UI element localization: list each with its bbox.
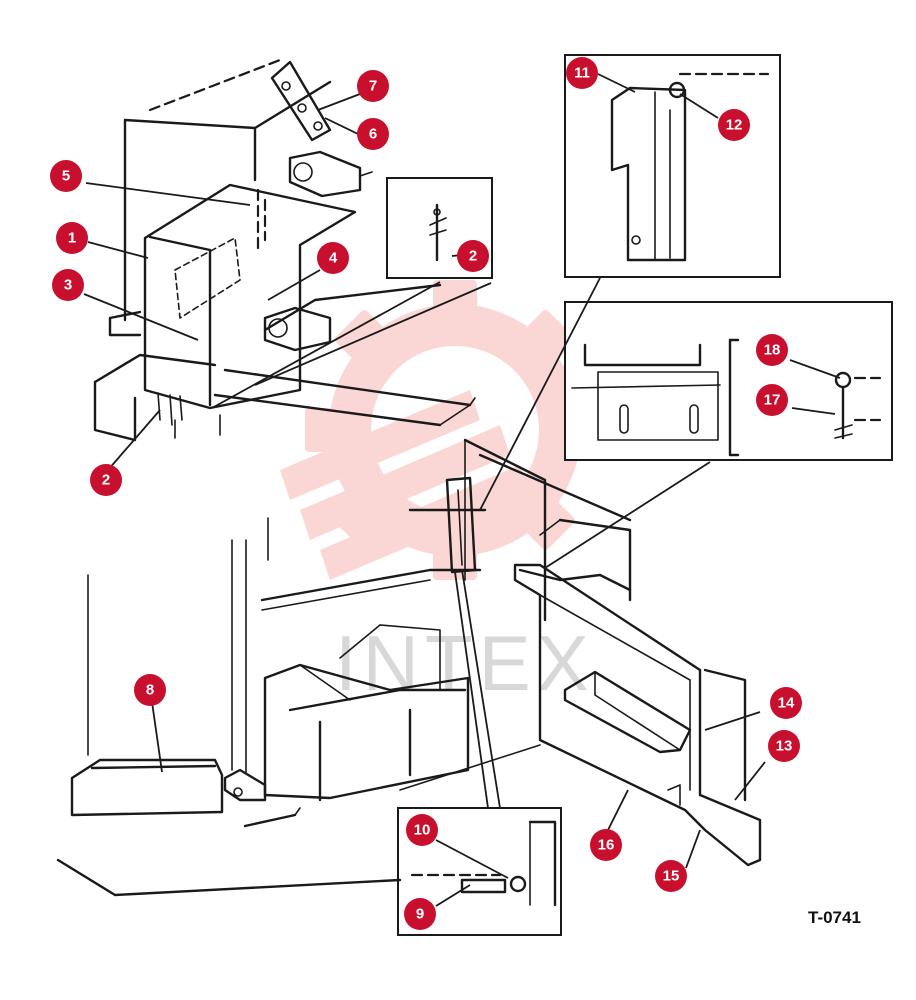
callout-badge-13: 13 [768, 730, 800, 762]
figure-id-label: T-0741 [808, 908, 861, 927]
callout-badge-5: 5 [50, 160, 82, 192]
leader-line-door-pin-2 [454, 571, 489, 809]
callout-badge-9: 9 [404, 898, 436, 930]
svg-text:10: 10 [414, 822, 431, 839]
battery-box-upper-assembly [93, 58, 476, 442]
svg-text:3: 3 [64, 277, 72, 294]
svg-text:13: 13 [776, 738, 793, 755]
fastener-detail-drawing [429, 203, 447, 262]
callout-badge-3: 3 [52, 269, 84, 301]
callout-badge-4: 4 [317, 242, 349, 274]
callout-badge-6: 6 [357, 118, 389, 150]
callout-badge-8: 8 [134, 674, 166, 706]
svg-text:4: 4 [329, 250, 338, 267]
leader-line-hinge-latch [479, 277, 601, 511]
callout-badge-1: 1 [56, 222, 88, 254]
callout-badge-12: 12 [718, 109, 750, 141]
callout-pointers [83, 73, 841, 907]
svg-text:6: 6 [369, 126, 377, 143]
svg-text:14: 14 [778, 695, 795, 712]
svg-text:17: 17 [764, 392, 781, 409]
callout-badges: 1 2 2 3 4 5 6 7 8 9 10 11 12 13 14 [50, 57, 802, 930]
callout-badge-2a: 2 [457, 240, 489, 272]
battery-compartment-lower-assembly [56, 438, 762, 897]
callout-badge-16: 16 [590, 829, 622, 861]
leader-line-pin-ring [544, 461, 711, 569]
svg-text:12: 12 [726, 117, 743, 134]
door-pin-detail-drawing [410, 820, 557, 907]
callout-badge-10: 10 [406, 814, 438, 846]
svg-text:1: 1 [68, 230, 76, 247]
callout-badge-15: 15 [655, 860, 687, 892]
leader-line-fastener [211, 281, 441, 409]
svg-text:2: 2 [469, 248, 477, 265]
svg-text:8: 8 [146, 682, 154, 699]
callout-badge-17: 17 [756, 384, 788, 416]
callout-badge-18: 18 [756, 334, 788, 366]
svg-text:16: 16 [598, 837, 615, 854]
callout-badge-14: 14 [770, 687, 802, 719]
callout-badge-7: 7 [357, 70, 389, 102]
watermark-gear-logo [280, 280, 605, 580]
callout-badge-2b: 2 [90, 464, 122, 496]
detail-box-pin-ring [564, 301, 893, 461]
svg-text:5: 5 [62, 168, 70, 185]
svg-text:9: 9 [416, 906, 424, 923]
leader-line-door-pin [461, 569, 501, 809]
pin-ring-detail-drawing [571, 338, 882, 457]
hinge-latch-detail-drawing [610, 72, 770, 262]
leader-line-fastener-2 [254, 282, 492, 386]
watermark-text: INTEX [335, 619, 595, 707]
svg-text:2: 2 [102, 472, 110, 489]
svg-text:15: 15 [663, 868, 680, 885]
svg-text:7: 7 [369, 78, 377, 95]
svg-text:18: 18 [764, 342, 781, 359]
svg-text:11: 11 [574, 65, 590, 82]
detail-box-hinge-latch [564, 54, 781, 278]
callout-badge-11: 11 [566, 57, 598, 89]
